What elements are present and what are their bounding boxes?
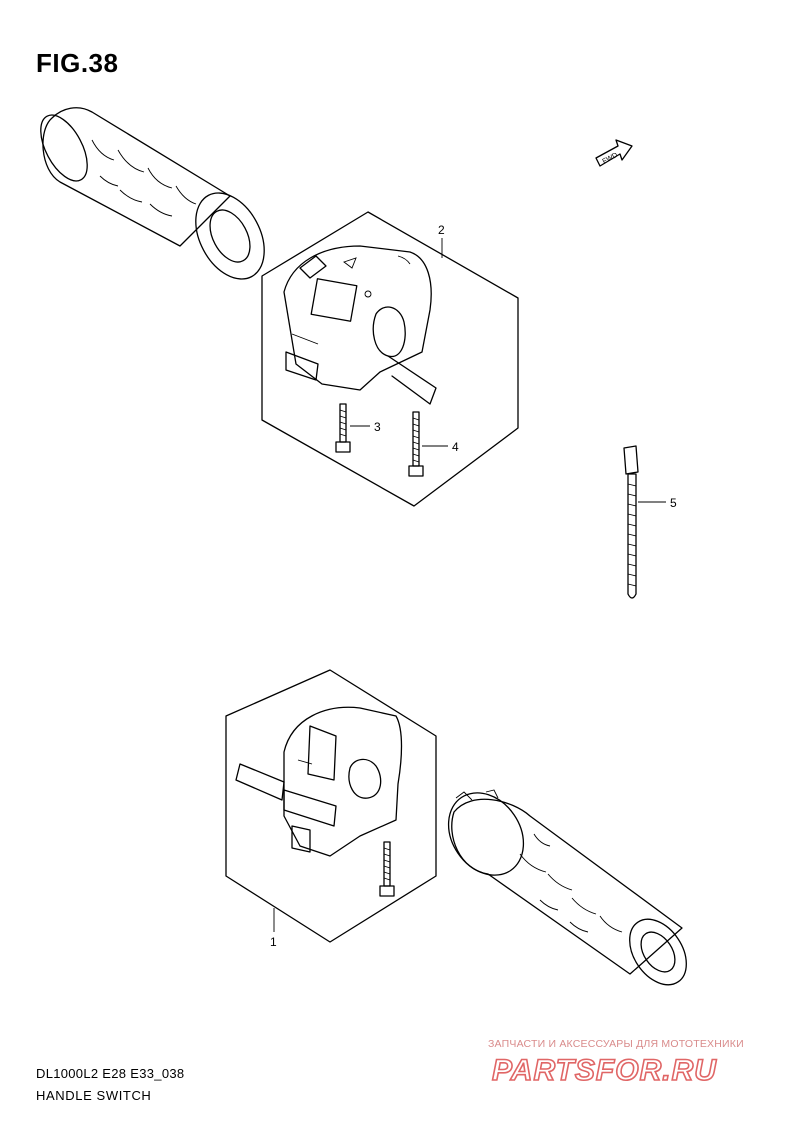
callout-1: 1 — [270, 908, 277, 949]
cable-tie — [623, 445, 639, 599]
watermark-tagline: ЗАПЧАСТИ И АКСЕССУАРЫ ДЛЯ МОТОТЕХНИКИ — [488, 1038, 744, 1050]
right-throttle-grip — [447, 789, 687, 986]
callout-3: 3 — [350, 420, 381, 434]
callout-5: 5 — [638, 496, 677, 510]
left-handlebar-grip — [40, 107, 265, 280]
switch-assembly-lower — [225, 669, 437, 943]
switch-assembly-upper — [261, 211, 519, 507]
callout-number: 2 — [438, 223, 445, 237]
callout-number: 1 — [270, 935, 277, 949]
callout-2: 2 — [438, 223, 445, 258]
figure-title: FIG.38 — [36, 48, 119, 78]
watermark-logo-graphic: PARTSFOR.RU — [491, 1053, 717, 1088]
screw-short — [335, 403, 351, 453]
screw-lower — [379, 841, 395, 897]
callout-number: 3 — [374, 420, 381, 434]
svg-text:PARTSFOR.RU: PARTSFOR.RU — [492, 1054, 717, 1087]
watermark-logo: PARTSFOR.RU — [490, 1050, 790, 1090]
screw-long — [408, 411, 424, 477]
fwd-arrow-icon: FWD — [595, 139, 633, 167]
section-name: HANDLE SWITCH — [36, 1088, 152, 1103]
model-code: DL1000L2 E28 E33_038 — [36, 1066, 185, 1081]
callout-number: 4 — [452, 440, 459, 454]
callout-number: 5 — [670, 496, 677, 510]
callout-4: 4 — [422, 440, 459, 454]
